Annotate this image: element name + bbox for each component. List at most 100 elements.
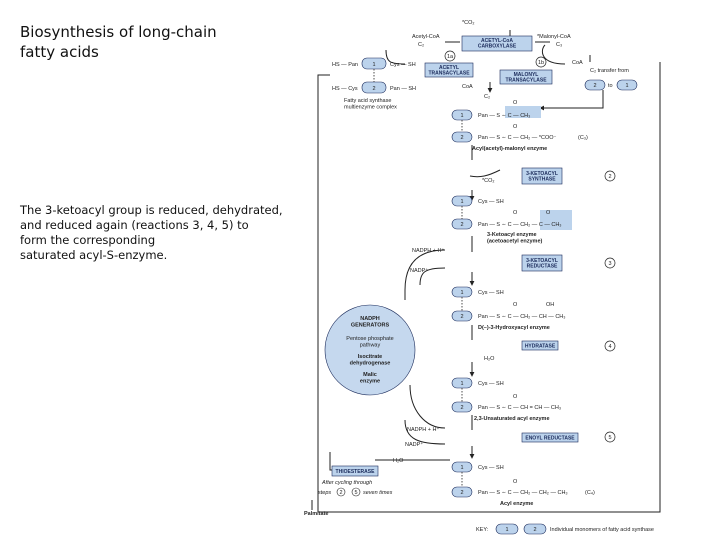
node-2-hydroxy [451, 310, 473, 322]
c2-transfer-label: C₂ transfer from [590, 68, 629, 74]
c3-malonyl: C₃ [556, 42, 562, 48]
svg-text:2: 2 [339, 490, 342, 496]
nadp-1: NADP⁺ [410, 267, 428, 274]
step-5-marker: 5 [351, 487, 361, 497]
thioesterase-label: THIOESTERASE [336, 469, 376, 475]
hs-pan-top: HS — Pan [332, 62, 358, 68]
reaction-5-marker: 5 [604, 431, 616, 443]
o-hydroxy: O [513, 302, 518, 308]
pan-hydroxy: Pan — S ∼ C — CH₂ — CH — CH₃ [478, 314, 566, 320]
pan-sh: Pan — SH [390, 86, 416, 92]
steps-label: steps [318, 490, 331, 496]
hydratase-box [521, 340, 559, 351]
cys-sh-2: Cys — SH [478, 199, 504, 205]
transfer-node-1 [616, 79, 638, 91]
svg-text:2: 2 [372, 86, 375, 92]
hydratase-label: HYDRATASE [525, 344, 556, 350]
svg-text:1: 1 [460, 113, 463, 119]
acetyl-transacylase-box [424, 62, 474, 78]
enoyl-reductase-label: ENOYL REDUCTASE [525, 436, 575, 442]
svg-text:1: 1 [372, 62, 375, 68]
palmitate-label: Palmitate [304, 511, 328, 517]
step-2-marker: 2 [336, 487, 346, 497]
transfer-to: to [608, 83, 613, 89]
svg-text:2: 2 [533, 527, 536, 533]
svg-text:2: 2 [460, 135, 463, 141]
svg-text:4: 4 [608, 344, 611, 350]
acetyl-coa-carboxylase-box [461, 35, 533, 52]
svg-text:1: 1 [625, 83, 628, 89]
svg-text:1: 1 [460, 465, 463, 471]
hs-cys: HS — Cys [332, 86, 358, 92]
key-desc: Individual monomers of fatty acid syntha… [550, 527, 654, 533]
c2-acetyl: C₂ [418, 42, 424, 48]
o-malonyl: O [513, 124, 518, 130]
c4-label: (C₄) [585, 490, 595, 496]
cys-sh-3: Cys — SH [478, 290, 504, 296]
co2-top: *CO₂ [462, 20, 475, 26]
pan-s-c-ch3: Pan — S ∼ C — CH₃ [478, 113, 530, 119]
pan-keto: Pan — S ∼ C — CH₂ — C — CH₃ [478, 222, 562, 228]
acyl-enzyme-label: Acyl enzyme [500, 501, 533, 507]
svg-text:2: 2 [460, 405, 463, 411]
thioesterase-box [331, 465, 379, 477]
svg-text:1a: 1a [447, 54, 454, 60]
nadph-generators-circle [324, 304, 416, 396]
pan-acyl: Pan — S ∼ C — CH₂ — CH₂ — CH₃ [478, 490, 568, 496]
svg-text:2: 2 [460, 490, 463, 496]
reaction-2-marker: 2 [604, 170, 616, 182]
nadp-2: NADP⁺ [405, 441, 423, 448]
after-cycling-label: After cycling through [321, 480, 372, 486]
acetyl-coa: Acetyl-CoA [412, 34, 440, 40]
o-unsat: O [513, 394, 518, 400]
svg-text:5: 5 [608, 435, 611, 441]
hydroxyacyl-enzyme-label: D(–)-3-Hydroxyacyl enzyme [478, 325, 550, 331]
reaction-1b-marker: 1b [535, 56, 547, 68]
nadph-2: NADPH + H⁺ [407, 426, 439, 433]
slide-title: Biosynthesis of long-chain fatty acids [20, 23, 217, 61]
svg-text:1: 1 [460, 381, 463, 387]
unsat-enzyme-label: 2,3-Unsaturated acyl enzyme [474, 416, 550, 422]
key-node-1 [495, 523, 519, 535]
ketoacyl-synthase-box [521, 167, 563, 185]
c3-label: (C₃) [578, 135, 588, 141]
pan-unsat: Pan — S ∼ C — CH = CH — CH₃ [478, 405, 561, 411]
cys-sh-5: Cys — SH [478, 465, 504, 471]
malonyl-coa: *Malonyl-CoA [537, 34, 571, 40]
acyl-malonyl-enzyme-label: Acyl(acetyl)-malonyl enzyme [472, 146, 547, 152]
svg-text:2: 2 [593, 83, 596, 89]
cys-sh-top: Cys — SH [390, 62, 416, 68]
o-acetyl: O [513, 100, 518, 106]
coa-1: CoA [572, 60, 583, 66]
enoyl-reductase-box [521, 432, 579, 443]
o-keto-1: O [513, 210, 518, 216]
slide-body-text: The 3-ketoacyl group is reduced, dehydra… [20, 203, 283, 262]
cys-sh-4: Cys — SH [478, 381, 504, 387]
malonyl-transacylase-box [499, 69, 553, 85]
svg-text:2: 2 [460, 314, 463, 320]
c2-mid: C₂ [484, 94, 490, 100]
seven-times-label: seven times [363, 490, 393, 496]
o-acyl: O [513, 479, 518, 485]
svg-text:5: 5 [354, 490, 357, 496]
node-2-acyl [451, 486, 473, 498]
svg-text:1: 1 [460, 199, 463, 205]
svg-text:1: 1 [505, 527, 508, 533]
node-2-unsat [451, 401, 473, 413]
transfer-node-2 [584, 79, 606, 91]
oh-hydroxy: OH [546, 302, 554, 308]
o-keto-2: O [546, 210, 551, 216]
h2o-2: H₂O [393, 458, 404, 464]
svg-text:2: 2 [460, 222, 463, 228]
pan-malonyl: Pan — S ∼ C — CH₂ — *COO⁻ [478, 135, 557, 141]
svg-text:1: 1 [460, 290, 463, 296]
